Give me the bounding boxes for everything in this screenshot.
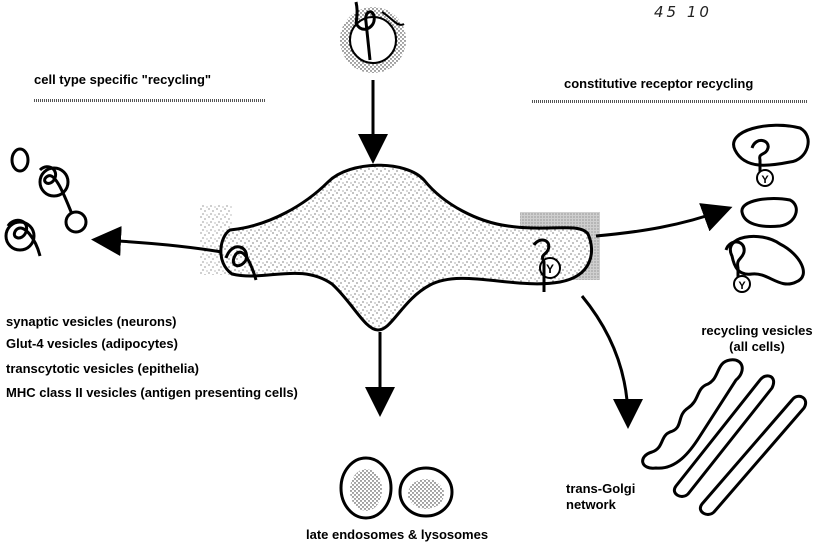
left-list-item-3: transcytotic vesicles (epithelia) xyxy=(6,361,199,377)
coated-vesicle xyxy=(340,2,406,73)
receptor-marker-vesicle-2: Y xyxy=(738,280,746,292)
right-header: constitutive receptor recycling xyxy=(564,76,753,92)
arrow-to-recycling-vesicles xyxy=(596,210,724,236)
left-list-item-4: MHC class II vesicles (antigen presentin… xyxy=(6,385,298,401)
recycling-vesicles-label: recycling vesicles (all cells) xyxy=(690,323,824,355)
golgi-label: trans-Golgi network xyxy=(566,481,635,513)
receptor-marker: Y xyxy=(546,262,554,276)
golgi-label-line-2: network xyxy=(566,497,635,513)
left-header: cell type specific "recycling" xyxy=(34,72,211,88)
sorting-endosome xyxy=(200,165,600,330)
corner-note: 45 10 xyxy=(654,3,712,21)
receptor-marker-vesicle-1: Y xyxy=(761,174,769,186)
arrow-to-golgi xyxy=(582,296,628,420)
recycling-vesicles-label-line-1: recycling vesicles xyxy=(690,323,824,339)
left-list-item-1: synaptic vesicles (neurons) xyxy=(6,314,177,330)
left-list-item-2: Glut-4 vesicles (adipocytes) xyxy=(6,336,178,352)
recycling-vesicles xyxy=(726,125,808,292)
trans-golgi-network xyxy=(643,360,806,515)
recycling-vesicles-label-line-2: (all cells) xyxy=(690,339,824,355)
lysosome-label: late endosomes & lysosomes xyxy=(306,527,488,543)
golgi-label-line-1: trans-Golgi xyxy=(566,481,635,497)
specialized-vesicles xyxy=(6,149,86,256)
right-header-rule xyxy=(532,100,807,103)
left-header-rule xyxy=(34,99,266,102)
late-endosomes-lysosomes xyxy=(341,458,452,518)
